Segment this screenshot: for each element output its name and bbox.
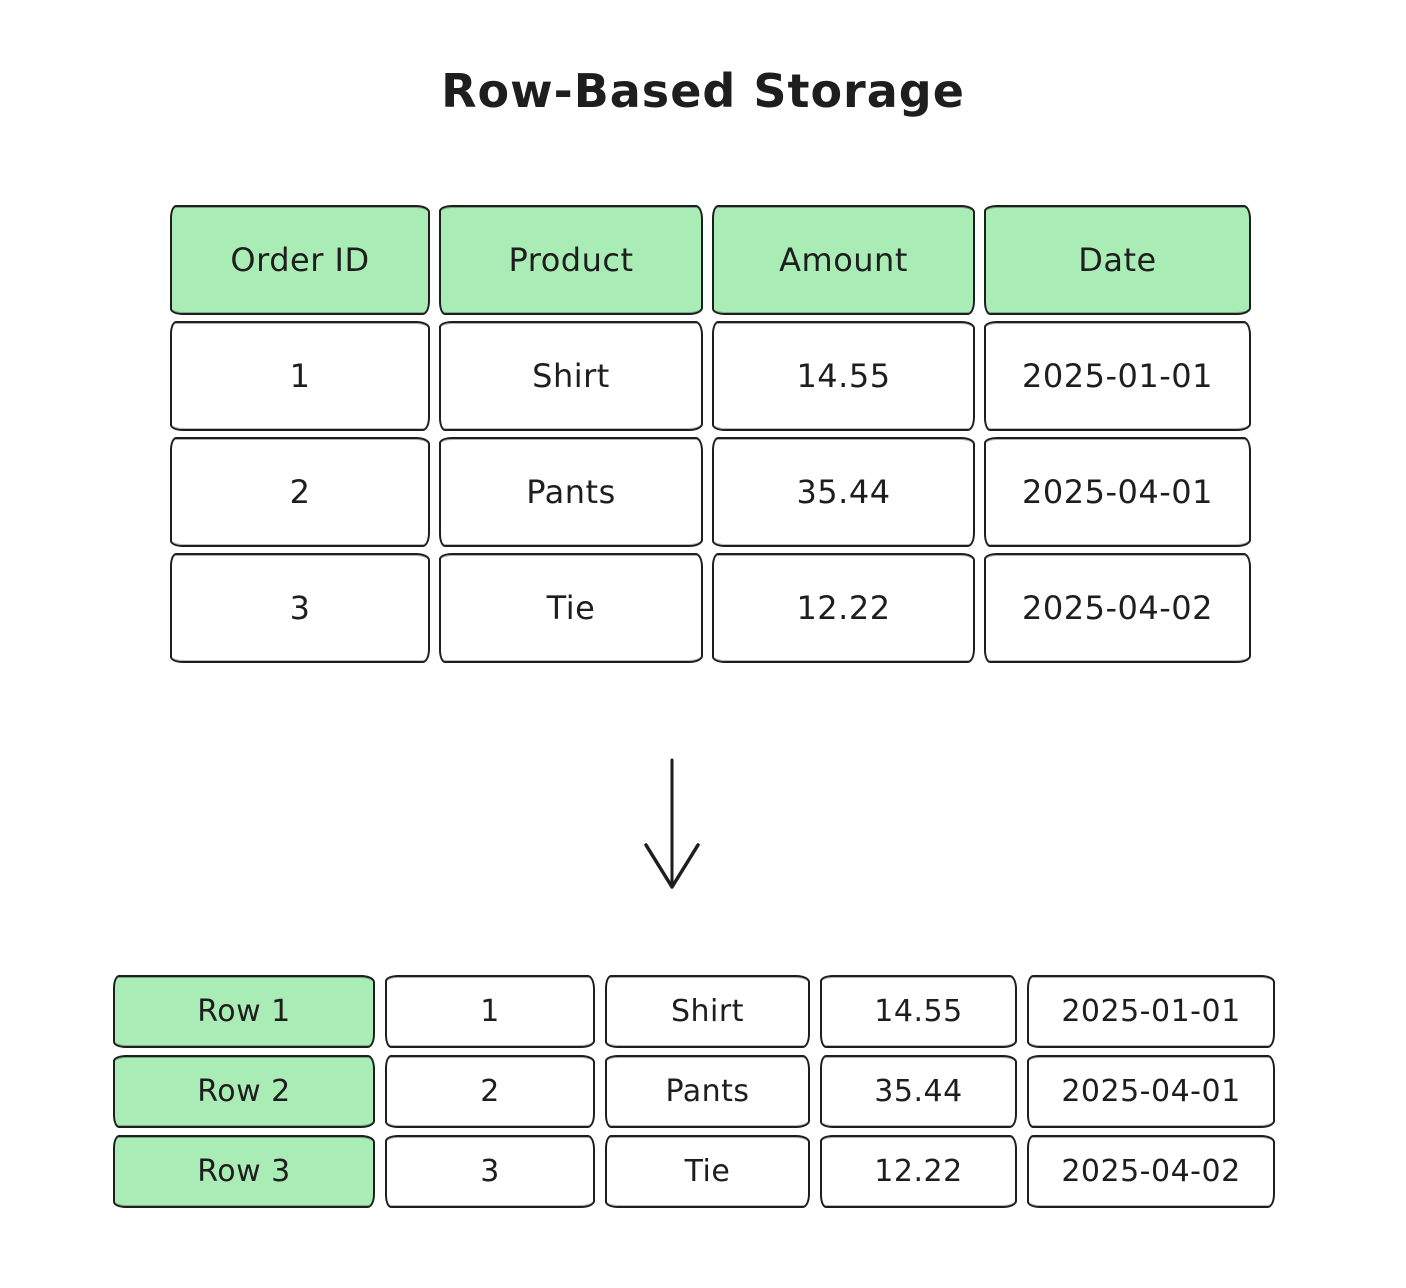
- table-cell-date: 2025-01-01: [984, 321, 1251, 431]
- diagram-title: Row-Based Storage: [441, 64, 965, 118]
- table-cell-date: 2025-04-02: [984, 553, 1251, 663]
- storage-cell-date: 2025-01-01: [1027, 975, 1275, 1048]
- header-cell-amount: Amount: [712, 205, 975, 315]
- table-cell-product: Pants: [439, 437, 703, 547]
- table-cell-amount: 12.22: [712, 553, 975, 663]
- storage-cell-amount: 12.22: [820, 1135, 1017, 1208]
- storage-cell-product: Pants: [605, 1055, 810, 1128]
- table-cell-product: Tie: [439, 553, 703, 663]
- storage-cell-product: Tie: [605, 1135, 810, 1208]
- header-cell-product: Product: [439, 205, 703, 315]
- table-cell-amount: 35.44: [712, 437, 975, 547]
- storage-cell-product: Shirt: [605, 975, 810, 1048]
- storage-cell-order-id: 3: [385, 1135, 595, 1208]
- row-label-cell: Row 1: [113, 975, 375, 1048]
- storage-cell-amount: 14.55: [820, 975, 1017, 1048]
- row-storage-table: Row 1 1 Shirt 14.55 2025-01-01 Row 2 2 P…: [113, 975, 1275, 1208]
- table-cell-order-id: 2: [170, 437, 430, 547]
- table-cell-date: 2025-04-01: [984, 437, 1251, 547]
- table-cell-order-id: 1: [170, 321, 430, 431]
- storage-cell-date: 2025-04-01: [1027, 1055, 1275, 1128]
- down-arrow-icon: [644, 758, 700, 889]
- table-cell-amount: 14.55: [712, 321, 975, 431]
- storage-cell-order-id: 2: [385, 1055, 595, 1128]
- table-cell-order-id: 3: [170, 553, 430, 663]
- storage-cell-date: 2025-04-02: [1027, 1135, 1275, 1208]
- table-cell-product: Shirt: [439, 321, 703, 431]
- header-cell-date: Date: [984, 205, 1251, 315]
- row-label-cell: Row 3: [113, 1135, 375, 1208]
- storage-cell-order-id: 1: [385, 975, 595, 1048]
- header-cell-order-id: Order ID: [170, 205, 430, 315]
- orders-table: Order ID Product Amount Date 1 Shirt 14.…: [170, 205, 1251, 663]
- storage-cell-amount: 35.44: [820, 1055, 1017, 1128]
- row-label-cell: Row 2: [113, 1055, 375, 1128]
